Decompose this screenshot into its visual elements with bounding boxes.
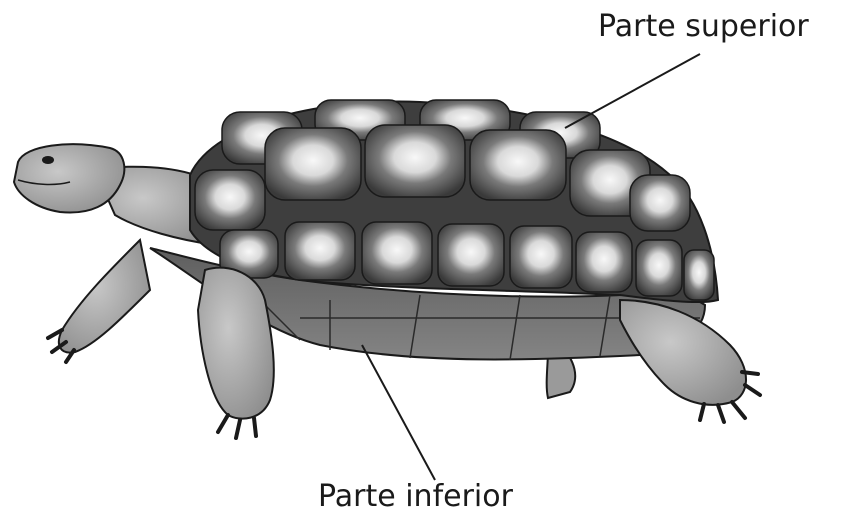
bottom-leader-line [362,345,435,480]
tortoise-head [14,144,124,212]
label-top-shell: Parte superior [598,12,809,42]
rear-right-leg [620,300,760,422]
top-leader-line [565,54,700,128]
front-left-leg-back [48,240,150,362]
carapace-upper-shell [190,100,718,302]
eye-icon [42,156,54,164]
front-right-leg [198,268,274,438]
label-bottom-shell: Parte inferior [318,482,513,512]
